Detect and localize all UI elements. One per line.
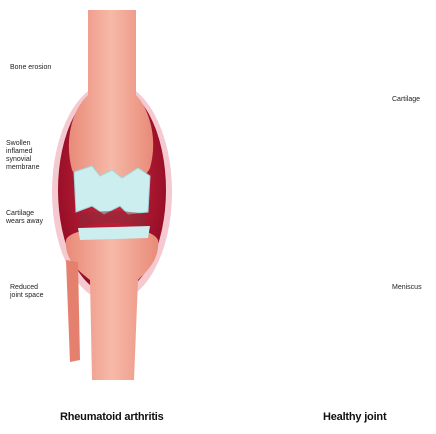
label-bone-erosion: Bone erosion bbox=[10, 64, 51, 72]
title-rheumatoid-arthritis: Rheumatoid arthritis bbox=[60, 411, 164, 423]
label-reduced-joint-space: Reduced joint space bbox=[10, 284, 43, 300]
worn-cartilage bbox=[74, 166, 150, 214]
label-meniscus: Meniscus bbox=[392, 284, 422, 292]
label-cartilage: Cartilage bbox=[392, 96, 420, 104]
rheumatoid-knee bbox=[52, 10, 172, 380]
title-healthy-joint: Healthy joint bbox=[323, 411, 386, 423]
label-synovial-membrane: Swollen inflamed synovial membrane bbox=[6, 140, 39, 172]
fibula-bone bbox=[66, 260, 80, 362]
label-cartilage-wears-away: Cartilage wears away bbox=[6, 210, 43, 226]
